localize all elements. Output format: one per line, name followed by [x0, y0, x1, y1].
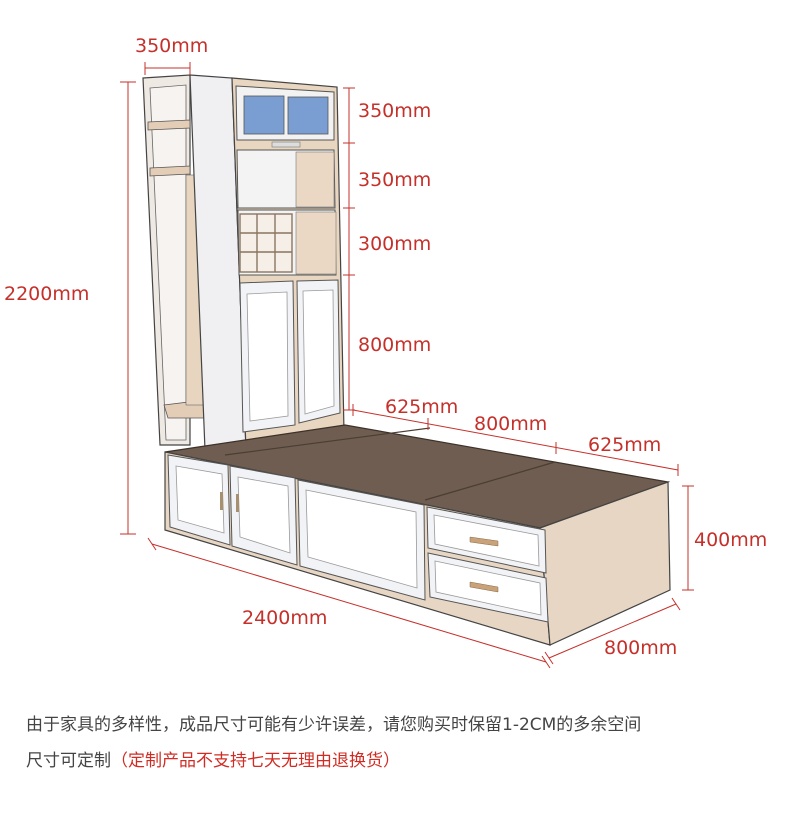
glass-handle [271, 141, 301, 148]
lower-door-right-inset [302, 289, 335, 415]
wine-grid [239, 213, 293, 273]
mattress-seam-2 [424, 461, 556, 501]
left-shelf-1 [147, 119, 191, 131]
label-bed-middle: 800mm [474, 413, 547, 435]
label-bed-right: 625mm [588, 434, 661, 456]
drawer-bottom [427, 552, 549, 623]
glass-door-left [243, 95, 285, 135]
label-total-length: 2400mm [242, 607, 327, 629]
glass-door-right [287, 96, 329, 135]
label-section-top: 350mm [358, 100, 431, 122]
label-section-4: 800mm [358, 334, 431, 356]
drawer-top [426, 506, 547, 574]
label-section-3: 300mm [358, 233, 431, 255]
wine-back [295, 211, 337, 275]
label-bed-left: 625mm [385, 396, 458, 418]
label-bed-height: 400mm [694, 529, 767, 551]
bed-door-2 [229, 465, 298, 566]
bed-platform [164, 424, 671, 646]
dimension-lines [120, 62, 694, 669]
bed-door-3 [297, 479, 426, 601]
label-depth: 800mm [604, 637, 677, 659]
bed-door-1 [167, 454, 231, 546]
disclaimer-text: 由于家具的多样性，成品尺寸可能有少许误差，请您购买时保留1-2CM的多余空间 [26, 715, 642, 735]
no-return-warning: （定制产品不支持七天无理由退换货） [111, 751, 400, 771]
lower-door-left-inset [246, 291, 289, 422]
label-total-height: 2200mm [4, 283, 89, 305]
niche-back [295, 151, 335, 208]
disclaimer-line-1: 由于家具的多样性，成品尺寸可能有少许误差，请您购买时保留1-2CM的多余空间 [26, 717, 641, 734]
left-shelf-2 [149, 165, 191, 177]
label-top-width: 350mm [135, 35, 208, 57]
mattress-seam-1 [224, 427, 431, 456]
label-section-2: 350mm [358, 169, 431, 191]
disclaimer-line-2: 尺寸可定制（定制产品不支持七天无理由退换货） [26, 753, 400, 770]
customizable-text: 尺寸可定制 [26, 751, 111, 771]
tall-cabinet [142, 74, 345, 451]
